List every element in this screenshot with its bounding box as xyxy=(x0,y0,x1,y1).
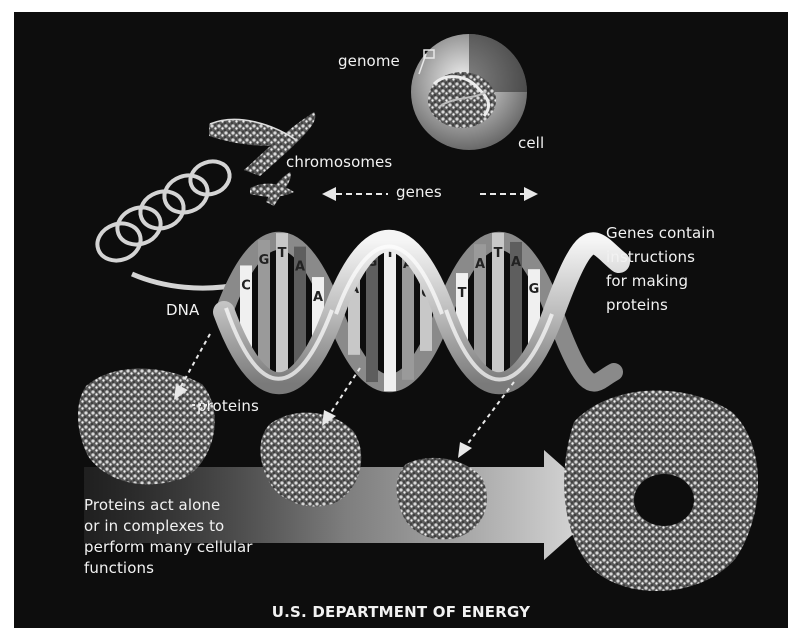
base-letter: T xyxy=(458,286,467,301)
chromosomes-label: chromosomes xyxy=(286,153,392,171)
base-letter: T xyxy=(494,246,503,261)
cell-illustration xyxy=(411,34,527,150)
source-credit: U.S. DEPARTMENT OF ENERGY xyxy=(14,603,788,621)
base-letter: G xyxy=(259,253,270,268)
base-letter: C xyxy=(241,278,251,293)
protein-complex xyxy=(564,390,758,591)
genes-contain-note: Genes contain instructions for making pr… xyxy=(606,221,715,317)
proteins-act-note: Proteins act alone or in complexes to pe… xyxy=(84,495,253,579)
base-letter: G xyxy=(529,282,540,297)
genes-label: genes xyxy=(396,183,442,201)
base-letter: A xyxy=(511,255,521,270)
cell-label: cell xyxy=(518,134,544,152)
dna-coil xyxy=(92,156,242,288)
base-letter: A xyxy=(313,290,323,305)
proteins-label: proteins xyxy=(197,397,259,415)
dna-label: DNA xyxy=(166,301,199,319)
base-letter: T xyxy=(278,246,287,261)
protein-blob-1 xyxy=(78,369,215,485)
genome-label: genome xyxy=(338,52,400,70)
base-letter: A xyxy=(475,257,485,272)
chromosome-small xyxy=(250,172,294,206)
base-letter: A xyxy=(295,260,305,275)
